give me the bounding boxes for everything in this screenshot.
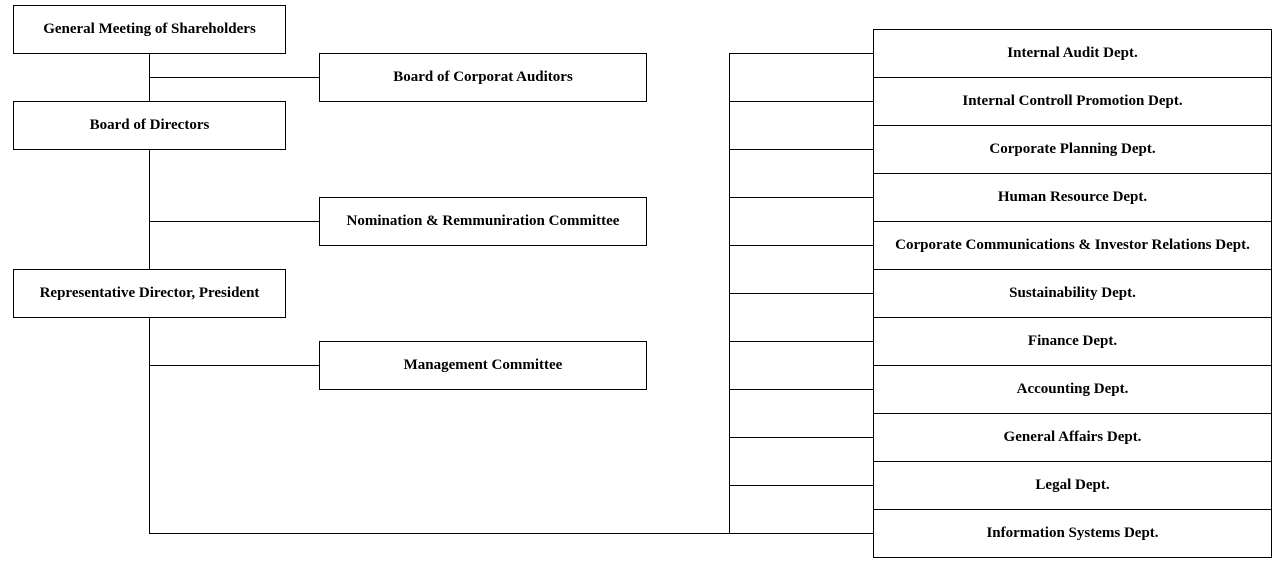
dept-accounting: Accounting Dept. — [873, 365, 1272, 414]
management-committee-box: Management Committee — [319, 341, 647, 390]
dept-internal-audit: Internal Audit Dept. — [873, 29, 1272, 78]
president-box: Representative Director, President — [13, 269, 286, 318]
auditors-box: Board of Corporat Auditors — [319, 53, 647, 102]
dept-communications-ir: Corporate Communications & Investor Rela… — [873, 221, 1272, 270]
branch-internal-control — [729, 101, 874, 102]
connector-president-trunk — [149, 317, 150, 533]
branch-legal — [729, 485, 874, 486]
connector-management — [149, 365, 320, 366]
dept-general-affairs: General Affairs Dept. — [873, 413, 1272, 462]
connector-nomination — [149, 221, 320, 222]
dept-information-systems: Information Systems Dept. — [873, 509, 1272, 558]
shareholders-box: General Meeting of Shareholders — [13, 5, 286, 54]
connector-directors-president — [149, 149, 150, 269]
connector-to-departments — [149, 533, 874, 534]
branch-sustainability — [729, 293, 874, 294]
dept-finance: Finance Dept. — [873, 317, 1272, 366]
branch-internal-audit — [729, 53, 874, 54]
branch-accounting — [729, 389, 874, 390]
branch-corporate-planning — [729, 149, 874, 150]
directors-box: Board of Directors — [13, 101, 286, 150]
branch-finance — [729, 341, 874, 342]
dept-human-resource: Human Resource Dept. — [873, 173, 1272, 222]
nomination-committee-box: Nomination & Remmuniration Committee — [319, 197, 647, 246]
branch-communications-ir — [729, 245, 874, 246]
dept-sustainability: Sustainability Dept. — [873, 269, 1272, 318]
connector-auditors — [149, 77, 320, 78]
dept-corporate-planning: Corporate Planning Dept. — [873, 125, 1272, 174]
dept-internal-control-promotion: Internal Controll Promotion Dept. — [873, 77, 1272, 126]
branch-human-resource — [729, 197, 874, 198]
dept-legal: Legal Dept. — [873, 461, 1272, 510]
branch-general-affairs — [729, 437, 874, 438]
